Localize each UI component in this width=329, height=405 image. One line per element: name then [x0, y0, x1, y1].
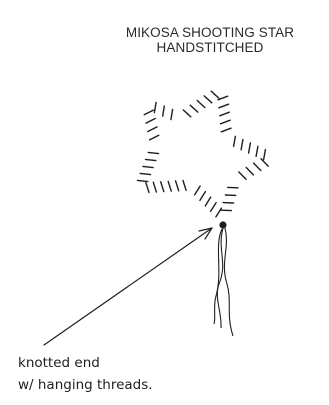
stitch-mark: [200, 192, 206, 201]
stitch-mark: [195, 186, 201, 195]
knot-dot: [219, 221, 226, 228]
stitch-mark: [176, 181, 179, 191]
stitch-mark: [221, 120, 231, 124]
stitch-mark: [264, 150, 266, 160]
stitch-mark: [138, 180, 148, 181]
stitch-mark: [204, 96, 212, 103]
stitch-mark: [249, 143, 251, 153]
stitch-mark: [205, 197, 210, 206]
stitch-mark: [144, 110, 153, 115]
stitch-mark: [261, 159, 268, 166]
stitch-mark: [171, 109, 173, 119]
stitch-mark: [148, 127, 157, 132]
hanging-threads: [214, 228, 233, 336]
stitch-mark: [153, 182, 156, 192]
stitch-mark: [211, 91, 219, 98]
star-stitch-outline: [138, 91, 269, 217]
stitch-mark: [239, 172, 246, 179]
stitch-mark: [216, 208, 222, 217]
stitch-mark: [197, 101, 205, 108]
stitch-mark: [146, 159, 156, 160]
annotation-line-1: knotted end: [18, 355, 100, 371]
stitch-mark: [254, 163, 261, 170]
stitch-mark: [183, 181, 186, 191]
stitch-mark: [234, 136, 236, 146]
stitch-mark: [183, 110, 191, 117]
stitch-mark: [221, 128, 231, 132]
stitch-mark: [161, 182, 164, 192]
stitch-mark: [146, 119, 155, 124]
stitch-mark: [219, 104, 229, 108]
stitch-mark: [256, 146, 258, 156]
annotation-line-2: w/ hanging threads.: [18, 377, 153, 393]
stitch-mark: [241, 140, 243, 150]
stitch-mark: [143, 166, 153, 167]
stitch-mark: [220, 112, 230, 116]
stitch-mark: [190, 105, 198, 112]
stitch-mark: [163, 106, 165, 116]
pointer-arrow: [44, 228, 212, 345]
stitch-mark: [211, 203, 217, 212]
stitch-mark: [246, 168, 253, 175]
stitch-mark: [154, 102, 156, 112]
stitch-mark: [168, 181, 171, 191]
stitch-mark: [140, 173, 150, 174]
stitch-mark: [148, 152, 158, 153]
stitch-mark: [146, 183, 149, 193]
stitch-mark: [150, 135, 159, 140]
